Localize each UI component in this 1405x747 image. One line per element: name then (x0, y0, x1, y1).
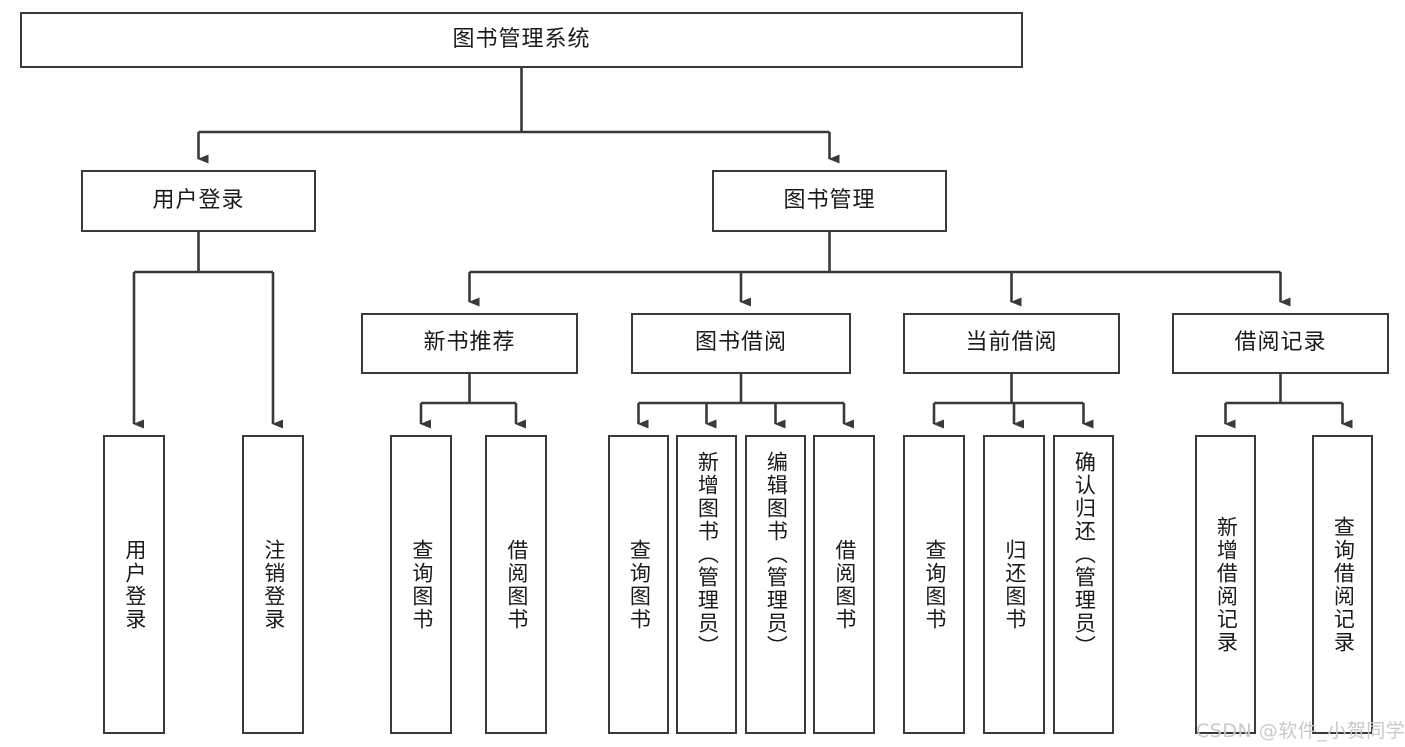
node-label: 新书推荐 (423, 330, 516, 356)
edge-group (132, 68, 1353, 429)
node-book-manage: 图书管理 (712, 170, 947, 232)
node-leaf-borrow-book-recommend: 借阅图书 (485, 435, 547, 734)
node-label: 借阅图书 (504, 538, 529, 631)
node-leaf-add-borrow-record: 新增借阅记录 (1195, 435, 1256, 734)
node-label: 编辑图书（管理员） (764, 451, 789, 658)
node-label: 图书借阅 (694, 330, 787, 356)
node-label: 归还图书 (1002, 538, 1027, 631)
node-leaf-logout-login: 注销登录 (242, 435, 304, 734)
node-borrow-record: 借阅记录 (1172, 313, 1389, 374)
watermark-text: CSDN @软件_小贺同学 (1196, 720, 1405, 742)
node-leaf-borrow-book: 借阅图书 (813, 435, 875, 734)
node-label: 图书管理 (783, 187, 876, 213)
node-label: 新增借阅记录 (1214, 515, 1239, 654)
node-leaf-add-book-admin: 新增图书（管理员） (676, 435, 737, 734)
node-label: 用户登录 (152, 187, 245, 213)
node-root: 图书管理系统 (20, 12, 1023, 68)
node-current-borrow: 当前借阅 (903, 313, 1120, 374)
node-label: 借阅图书 (832, 538, 857, 631)
node-label: 查询图书 (627, 538, 652, 631)
node-label: 查询借阅记录 (1331, 515, 1356, 654)
node-leaf-query-borrow-record: 查询借阅记录 (1312, 435, 1373, 734)
node-leaf-query-book-borrow: 查询图书 (608, 435, 669, 734)
node-leaf-query-book-recommend: 查询图书 (390, 435, 452, 734)
node-label: 确认归还（管理员） (1072, 451, 1097, 658)
node-label: 新增图书（管理员） (695, 451, 720, 658)
node-label: 查询图书 (409, 538, 434, 631)
node-label: 注销登录 (261, 538, 286, 631)
node-leaf-edit-book-admin: 编辑图书（管理员） (745, 435, 806, 734)
node-leaf-return-book: 归还图书 (983, 435, 1045, 734)
node-leaf-confirm-return-admin: 确认归还（管理员） (1053, 435, 1114, 734)
node-leaf-user-login: 用户登录 (103, 435, 165, 734)
node-label: 图书管理系统 (452, 26, 591, 52)
node-label: 当前借阅 (965, 330, 1058, 356)
node-label: 查询图书 (922, 538, 947, 631)
node-leaf-query-book-current: 查询图书 (903, 435, 965, 734)
node-book-borrow: 图书借阅 (631, 313, 851, 374)
node-label: 借阅记录 (1234, 330, 1327, 356)
node-new-book-recommend: 新书推荐 (361, 313, 578, 374)
node-user-login: 用户登录 (81, 170, 316, 232)
node-label: 用户登录 (122, 538, 147, 631)
